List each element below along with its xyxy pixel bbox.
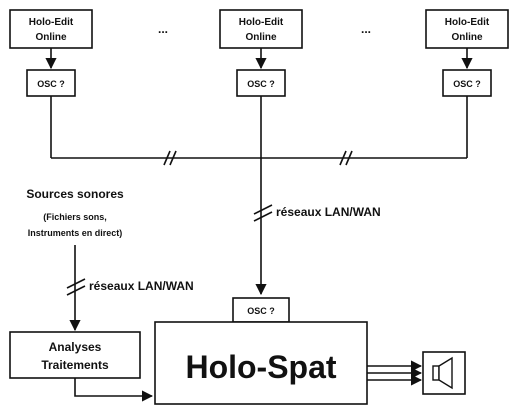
holo-edit-center-line2: Online	[245, 32, 277, 43]
network-bus	[50, 96, 468, 166]
holo-edit-right-line2: Online	[451, 32, 483, 43]
osc-node-center: OSC ?	[236, 69, 286, 97]
holo-edit-node-center: Holo-Edit Online	[219, 9, 303, 49]
holo-edit-node-left: Holo-Edit Online	[9, 9, 93, 49]
lan-break-left-2	[66, 285, 86, 296]
osc-bottom-label: OSC ?	[247, 306, 275, 316]
network-label-left: réseaux LAN/WAN	[89, 279, 194, 293]
bus-break-right-1	[339, 150, 347, 166]
edge-analyses-to-holo-spat	[74, 378, 154, 402]
osc-node-left: OSC ?	[26, 69, 76, 97]
bus-break-right-2	[345, 150, 353, 166]
holo-edit-left-line1: Holo-Edit	[29, 17, 74, 28]
analyses-line2: Traitements	[41, 358, 109, 372]
holo-spat-node: Holo-Spat	[154, 321, 368, 405]
sources-title: Sources sonores	[26, 187, 124, 201]
holo-edit-left-line2: Online	[35, 32, 67, 43]
osc-node-bottom: OSC ?	[232, 297, 290, 323]
bus-break-left-1	[163, 150, 171, 166]
osc-left-label: OSC ?	[37, 79, 65, 89]
holo-edit-right-line1: Holo-Edit	[445, 17, 490, 28]
holo-edit-center-line1: Holo-Edit	[239, 17, 284, 28]
analyses-node: Analyses Traitements	[9, 331, 141, 379]
lan-break-left-1	[66, 278, 86, 289]
bus-break-left-2	[169, 150, 177, 166]
osc-right-label: OSC ?	[453, 79, 481, 89]
holo-edit-node-right: Holo-Edit Online	[425, 9, 509, 49]
ellipsis-left: ...	[158, 22, 168, 36]
network-label-center: réseaux LAN/WAN	[276, 205, 381, 219]
osc-center-label: OSC ?	[247, 79, 275, 89]
sources-line1: (Fichiers sons,	[43, 212, 107, 222]
osc-node-right: OSC ?	[442, 69, 492, 97]
lan-break-center-2	[253, 211, 273, 222]
lan-break-center-1	[253, 204, 273, 215]
analyses-line1: Analyses	[49, 340, 102, 354]
speaker-icon	[422, 351, 466, 395]
sources-line2: Instruments en direct)	[28, 228, 123, 238]
holo-spat-label: Holo-Spat	[185, 349, 336, 385]
ellipsis-right: ...	[361, 22, 371, 36]
